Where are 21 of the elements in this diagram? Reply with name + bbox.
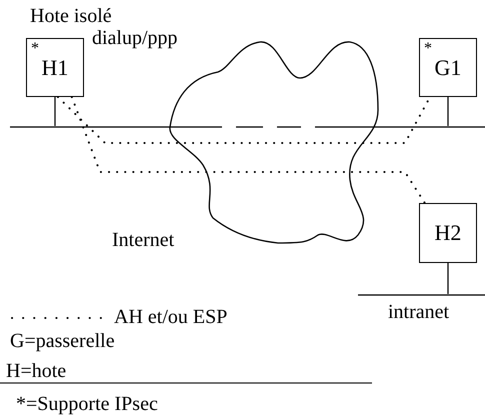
- link-line: [54, 97, 56, 126]
- legend-text: AH et/ou ESP: [114, 307, 228, 327]
- dotted-connection: [56, 96, 432, 144]
- legend-note: H=hote: [6, 361, 66, 381]
- host-name: H2: [434, 222, 462, 244]
- node-caption: intranet: [388, 302, 450, 322]
- host-box: [419, 203, 477, 263]
- node-caption: Hote isolé: [30, 6, 112, 26]
- legend-note: G=passerelle: [10, 331, 115, 351]
- host-name: G1: [434, 57, 462, 79]
- asterisk-mark: *: [31, 41, 39, 57]
- link-line: [447, 263, 449, 294]
- link-line: [447, 97, 449, 126]
- host-box: [26, 38, 84, 97]
- asterisk-mark: *: [424, 41, 432, 57]
- host-name: H1: [40, 57, 70, 79]
- node-caption: dialup/ppp: [92, 28, 178, 48]
- network-label: Internet: [112, 230, 174, 250]
- legend-note: *=Supporte IPsec: [16, 394, 158, 414]
- dotted-connection: [70, 96, 426, 204]
- host-box: [419, 38, 477, 97]
